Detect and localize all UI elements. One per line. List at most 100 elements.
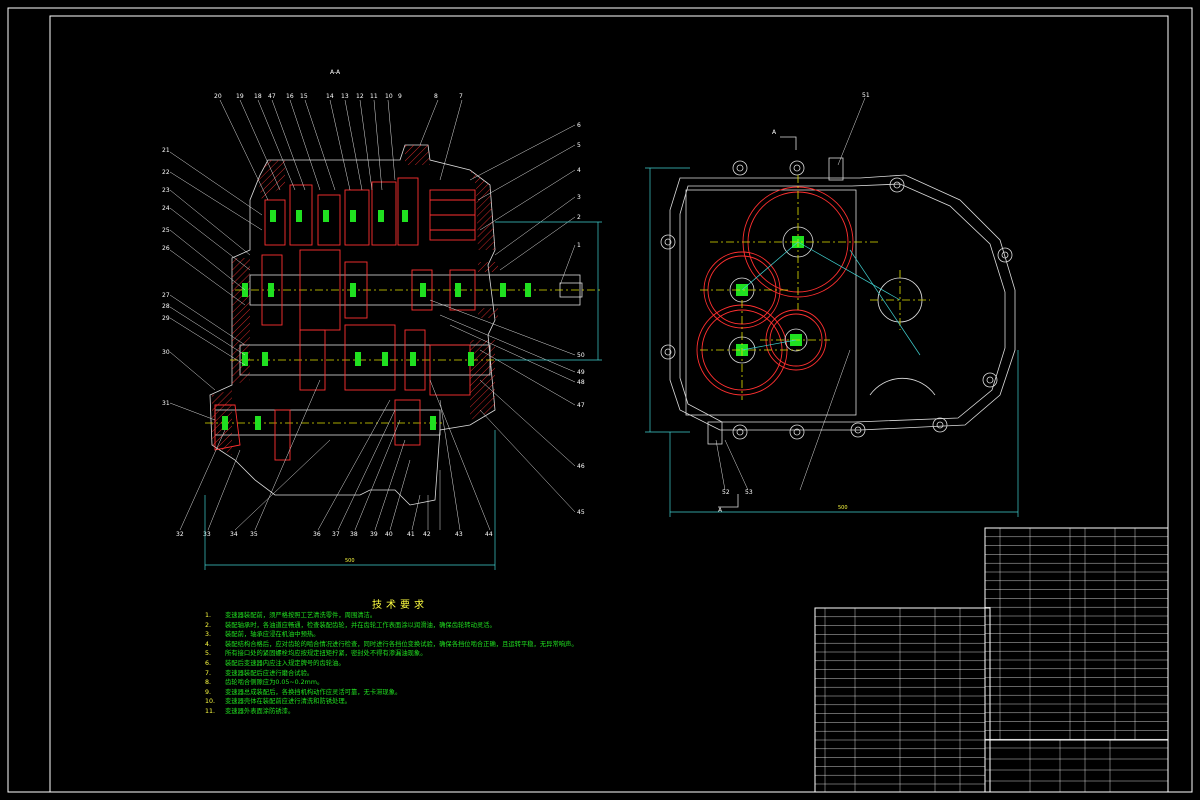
callout-53: 53 <box>745 489 753 496</box>
svg-text:11: 11 <box>370 93 378 100</box>
requirement-number: 5. <box>205 650 212 658</box>
svg-text:30: 30 <box>162 349 170 356</box>
svg-text:23: 23 <box>162 187 170 194</box>
requirement-number: 11. <box>205 708 216 715</box>
svg-text:5: 5 <box>577 142 581 149</box>
lower-gears <box>230 324 500 396</box>
svg-text:13: 13 <box>341 93 349 100</box>
svg-text:37: 37 <box>332 531 340 538</box>
bolt-holes <box>660 160 1013 440</box>
requirement-number: 7. <box>205 669 212 677</box>
parts-list <box>814 527 1169 793</box>
end-view-housing <box>669 174 1016 431</box>
svg-text:28: 28 <box>162 303 170 310</box>
svg-text:500: 500 <box>345 558 355 564</box>
requirement-text: 装配结构合格后，应对齿轮的啮合情况进行检查，同时进行各挡位变换试验，确保各挡位啮… <box>225 640 578 648</box>
requirement-item: 8. 齿轮啮合侧隙应为0.05~0.2mm。 <box>205 679 323 686</box>
requirement-text: 装配后变速器内应注入规定牌号的齿轮油。 <box>225 660 345 667</box>
svg-text:40: 40 <box>385 531 393 538</box>
main-shaft <box>235 249 600 331</box>
svg-text:41: 41 <box>407 531 415 538</box>
requirement-text: 所有接口处的紧固螺栓均应按规定扭矩拧紧，密封处不得有渗漏油现象。 <box>225 650 427 658</box>
requirement-number: 8. <box>205 679 212 687</box>
requirement-text: 齿轮啮合侧隙应为0.05~0.2mm。 <box>225 679 324 687</box>
svg-text:22: 22 <box>162 169 170 176</box>
callout-52: 52 <box>722 489 730 496</box>
svg-text:44: 44 <box>485 531 493 538</box>
svg-text:8: 8 <box>434 93 438 100</box>
svg-text:12: 12 <box>356 93 364 100</box>
section-view: A-A <box>162 69 602 570</box>
svg-text:25: 25 <box>162 227 170 234</box>
requirement-text: 装配前，轴承应浸在机油中预热。 <box>225 631 320 639</box>
svg-text:33: 33 <box>203 531 211 538</box>
requirement-item: 10.变速器壳体在装配前应进行清洗和防锈处理。 <box>205 698 351 705</box>
svg-text:24: 24 <box>162 205 170 212</box>
svg-text:26: 26 <box>162 245 170 252</box>
svg-text:7: 7 <box>459 93 463 100</box>
svg-text:15: 15 <box>300 93 308 100</box>
svg-text:48: 48 <box>577 379 585 386</box>
upper-gears <box>264 177 476 246</box>
end-view-leaders <box>715 97 866 491</box>
requirement-text: 变速器总成装配后，各换挡机构动作应灵活可靠，无卡滞现象。 <box>225 688 402 696</box>
svg-text:47: 47 <box>577 402 585 409</box>
svg-text:43: 43 <box>455 531 463 538</box>
svg-text:50: 50 <box>577 352 585 359</box>
svg-text:32: 32 <box>176 531 184 538</box>
svg-text:34: 34 <box>230 531 238 538</box>
callouts-bottom: 32 33 34 35 36 37 38 39 40 41 42 43 44 <box>176 531 493 538</box>
svg-text:500: 500 <box>838 505 848 511</box>
svg-text:29: 29 <box>162 315 170 322</box>
wall-hatch-3 <box>470 170 495 250</box>
requirement-item: 4. 装配结构合格后，应对齿轮的啮合情况进行检查，同时进行各挡位变换试验，确保各挡… <box>205 641 578 648</box>
callout-51: 51 <box>862 92 870 99</box>
end-view-gears <box>696 186 936 396</box>
svg-text:27: 27 <box>162 292 170 299</box>
svg-text:18: 18 <box>254 93 262 100</box>
wall-hatch-6 <box>405 145 430 165</box>
svg-text:4: 4 <box>577 167 581 174</box>
requirement-item: 9. 变速器总成装配后，各换挡机构动作应灵活可靠，无卡滞现象。 <box>205 689 401 696</box>
svg-text:39: 39 <box>370 531 378 538</box>
end-view-centerlines <box>700 175 930 400</box>
requirement-number: 1. <box>205 612 212 619</box>
svg-text:10: 10 <box>385 93 393 100</box>
requirement-item: 6. 装配后变速器内应注入规定牌号的齿轮油。 <box>205 660 345 667</box>
svg-text:45: 45 <box>577 509 585 516</box>
requirement-number: 3. <box>205 631 212 639</box>
svg-text:9: 9 <box>398 93 402 100</box>
requirement-item: 3. 装配前，轴承应浸在机油中预热。 <box>205 631 319 638</box>
svg-text:1: 1 <box>577 242 581 249</box>
leader-lines <box>169 99 576 531</box>
section-markers: A A <box>707 129 844 514</box>
requirement-item: 5. 所有接口处的紧固螺栓均应按规定扭矩拧紧，密封处不得有渗漏油现象。 <box>205 650 427 657</box>
svg-text:20: 20 <box>214 93 222 100</box>
requirement-text: 变速器外表面涂防锈漆。 <box>225 708 295 715</box>
requirement-item: 2.装配轴承时，各油道应畅通，检查装配齿轮，并在齿轮工作表面涂以润滑油，确保齿轮… <box>205 622 496 629</box>
svg-text:46: 46 <box>577 463 585 470</box>
section-label: A-A <box>330 69 341 76</box>
svg-text:6: 6 <box>577 122 581 129</box>
svg-text:3: 3 <box>577 194 581 201</box>
callouts-top: 20 19 18 47 16 15 14 13 12 11 10 9 8 7 <box>214 93 463 100</box>
svg-text:A: A <box>718 507 723 514</box>
svg-text:47: 47 <box>268 93 276 100</box>
svg-text:19: 19 <box>236 93 244 100</box>
requirement-number: 6. <box>205 660 212 667</box>
requirement-item: 7. 变速器装配后应进行磨合试验。 <box>205 670 313 677</box>
svg-text:2: 2 <box>577 214 581 221</box>
dimension-right <box>495 221 602 361</box>
svg-text:49: 49 <box>577 369 585 376</box>
callouts-right: 6 5 4 3 2 1 50 49 48 47 46 45 <box>577 122 585 516</box>
wall-hatch-1 <box>258 160 285 200</box>
svg-text:38: 38 <box>350 531 358 538</box>
reverse-shaft <box>205 399 445 461</box>
requirement-text: 变速器装配后应进行磨合试验。 <box>225 669 314 677</box>
requirement-number: 2. <box>205 621 212 629</box>
requirement-number: 9. <box>205 688 212 696</box>
requirements-title: 技术要求 <box>372 600 428 611</box>
svg-text:16: 16 <box>286 93 294 100</box>
requirement-number: 4. <box>205 640 212 648</box>
